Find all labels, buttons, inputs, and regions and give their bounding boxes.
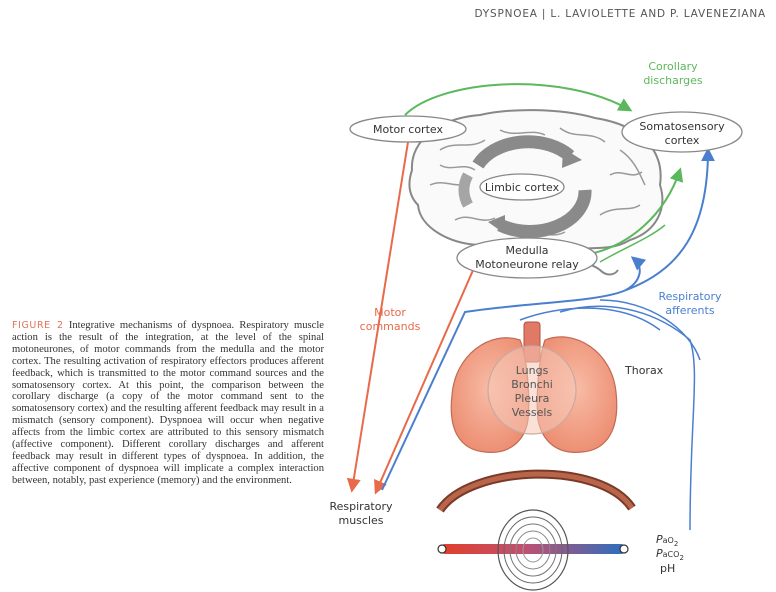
pao2-label: PaO2 (656, 533, 678, 548)
respiratory-muscles-label-line1: Respiratory (329, 500, 393, 513)
organ-label-pleura: Pleura (515, 392, 550, 405)
organ-label-vessels: Vessels (512, 406, 553, 419)
somatosensory-label-line1: Somatosensory (639, 120, 725, 133)
thorax-label: Thorax (624, 364, 664, 377)
somatosensory-label-line2: cortex (665, 134, 700, 147)
paco2-label: PaCO2 (656, 547, 684, 562)
medulla-node: Medulla Motoneurone relay (457, 238, 597, 278)
motor-commands-label-line1: Motor (374, 306, 406, 319)
limbic-cortex-node: Limbic cortex (480, 174, 564, 200)
blood-capillary (438, 510, 628, 590)
somatosensory-cortex-node: Somatosensory cortex (622, 112, 742, 152)
organ-label-bronchi: Bronchi (511, 378, 553, 391)
organ-labels: Lungs Bronchi Pleura Vessels (511, 364, 553, 419)
motor-cortex-label: Motor cortex (373, 123, 443, 136)
corollary-label-line2: discharges (643, 74, 703, 87)
corollary-label-line1: Corollary (648, 60, 698, 73)
motor-cortex-node: Motor cortex (350, 116, 466, 142)
afferents-label-line1: Respiratory (658, 290, 722, 303)
ph-label: pH (660, 562, 675, 575)
organ-label-lungs: Lungs (516, 364, 549, 377)
motor-commands-label-line2: commands (360, 320, 421, 333)
blood-gas-labels: PaO2 PaCO2 pH (656, 533, 684, 575)
respiratory-muscle-band (440, 474, 632, 510)
medulla-label-line2: Motoneurone relay (475, 258, 579, 271)
medulla-label-line1: Medulla (505, 244, 548, 257)
limbic-cortex-label: Limbic cortex (485, 181, 560, 194)
respiratory-muscles-label-line2: muscles (338, 514, 383, 527)
afferents-label-line2: afferents (665, 304, 714, 317)
